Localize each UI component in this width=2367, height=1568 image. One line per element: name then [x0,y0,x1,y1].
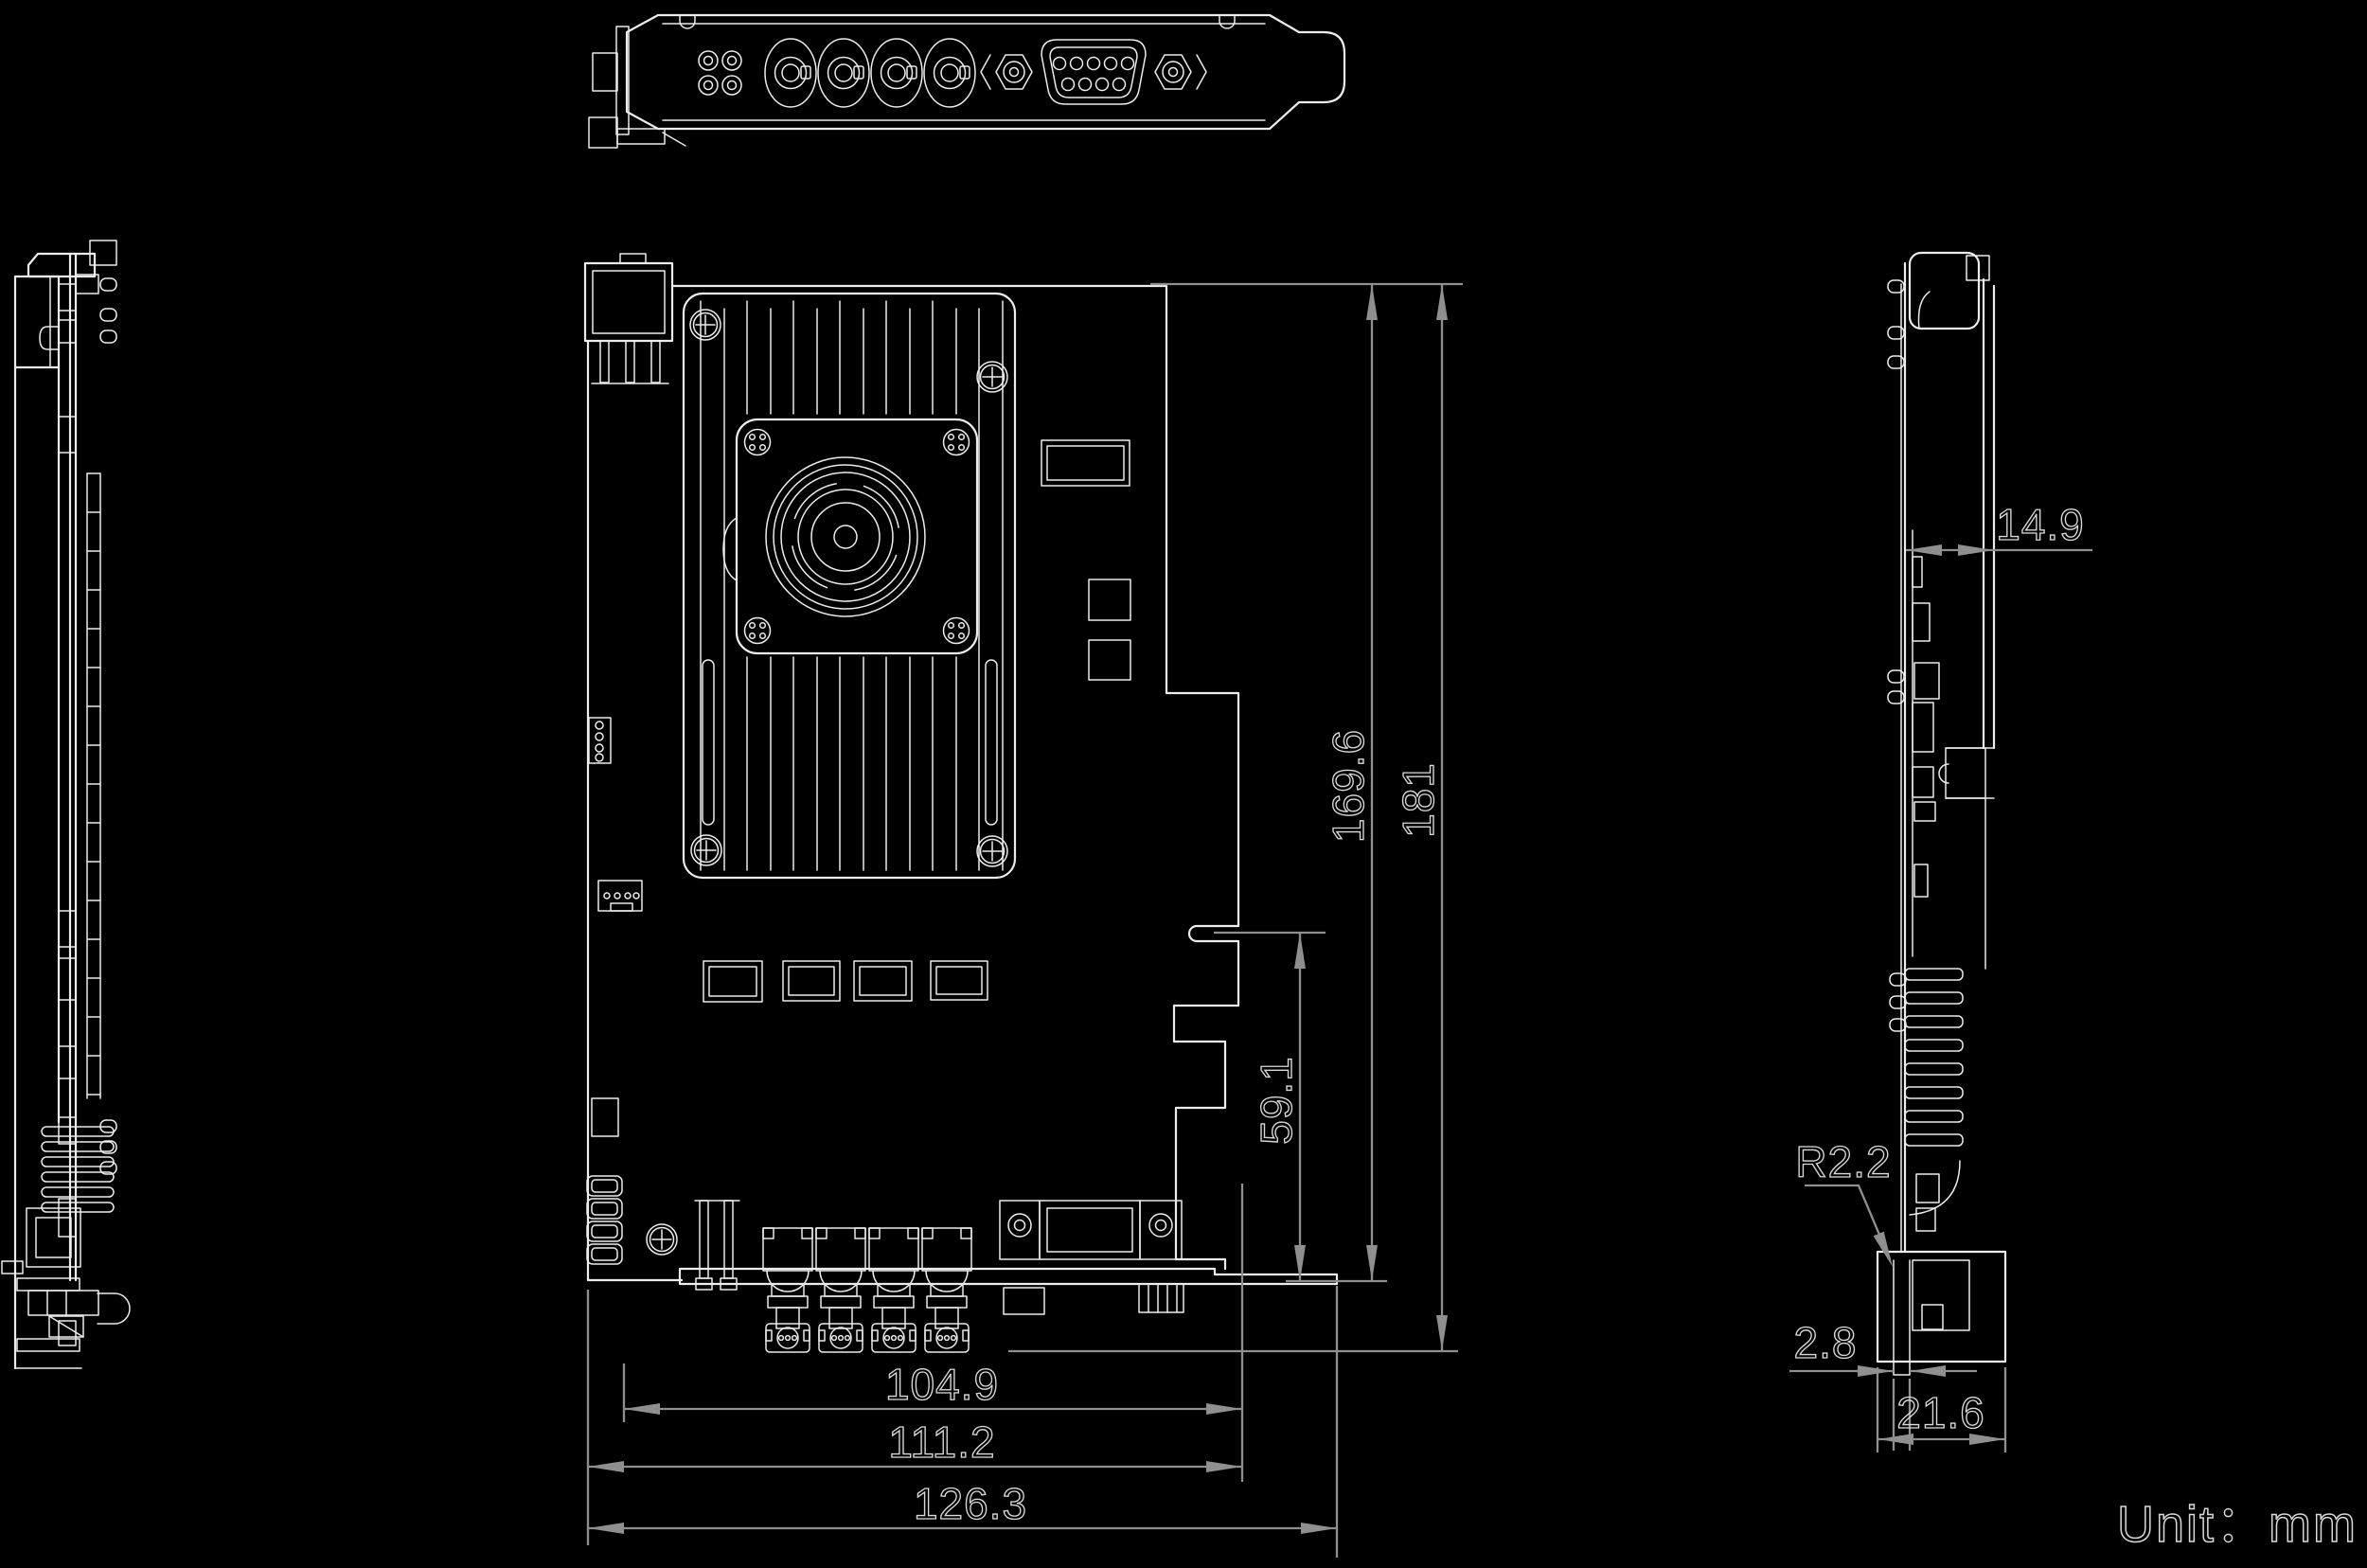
db9-pins [1052,56,1135,92]
jackscrew-left [995,54,1033,90]
bottom-bracket-lip [678,1267,1339,1286]
bracket-foot-right [1876,1250,2007,1376]
component-column [1912,529,1940,957]
jackscrew-right [1154,54,1192,90]
left-side-view [1,240,131,1370]
fan [765,456,926,617]
side-bumps [99,277,117,1175]
fan-screw [942,428,970,456]
latch-tab [1908,251,1981,330]
dimension-annotations: 169.6 181 59.1 104.9 111.2 126.3 14.9 R2… [586,282,2092,1558]
bnc-bottom [762,1227,813,1353]
dim-pcb-width: 111.2 [888,1417,995,1467]
fan-screw [743,428,772,456]
power-connector-body [13,275,61,369]
bnc-connectors-face [764,38,976,108]
heatsink-screw [689,309,721,341]
right-components [1041,439,1131,681]
power-connector [583,253,674,384]
heatsink [682,292,1017,880]
dim-total-height: 181 [1394,762,1443,838]
dim-bracket-thickness: 2.8 [1794,1318,1858,1367]
side-bumps-right [1887,279,1907,1032]
heatsink-fins [700,300,1004,871]
pcb-components [586,439,1131,1291]
bottom-connectors [762,1200,1184,1353]
pin-ladder [86,472,101,1099]
dim-bracket-offset: 14.9 [1996,500,2085,549]
db9-bottom [999,1200,1184,1315]
pcb-outline [586,284,1240,1282]
bnc-side-ribs-right [1904,968,1964,1147]
fan-header [597,880,643,912]
dim-pcb-height: 169.6 [1324,729,1373,843]
left-header [588,717,612,764]
radius-callout: R2.2 [1795,1136,1898,1270]
dim-step-height: 59.1 [1252,1056,1301,1145]
right-side-view [1876,251,2007,1376]
dim-foot-width: 21.6 [1896,1388,1985,1437]
fan-assembly [722,418,979,655]
fan-plate [735,418,979,655]
bracket-outline [625,13,1346,131]
bracket-foot [1,1260,131,1369]
bnc-side-ribs [41,1126,115,1213]
bracket-screw-notches [679,14,1236,29]
bracket-face-view [588,13,1346,149]
fan-screw [942,616,970,645]
bnc-bottom [921,1227,972,1353]
filter-modules [703,960,988,1003]
fan-screw [743,616,772,645]
bracket-hook [39,326,60,350]
pcb-screw [646,1223,678,1256]
db9-connector-face [980,39,1207,105]
bracket-bend [1909,1160,1961,1216]
pcb-right-edge [1982,277,1996,750]
step-notch [1187,924,1240,943]
heatsink-screw [690,834,722,866]
bnc-bottom [868,1227,919,1353]
dim-total-width: 126.3 [914,1479,1027,1528]
foot-tab [1893,1361,1911,1376]
front-view [583,253,1339,1353]
unit-note: Unit：mm [2117,1496,2358,1553]
indicator-led-holes [698,50,742,96]
bracket-mounting-flange [588,26,686,149]
power-connector-latch [27,252,97,278]
bnc-bottom [815,1227,866,1353]
pin-component [694,1200,740,1291]
dim-connector-span: 104.9 [885,1360,999,1409]
edge-components [58,274,99,1346]
dim-corner-radius: R2.2 [1795,1137,1891,1186]
plate-clip [722,517,738,581]
